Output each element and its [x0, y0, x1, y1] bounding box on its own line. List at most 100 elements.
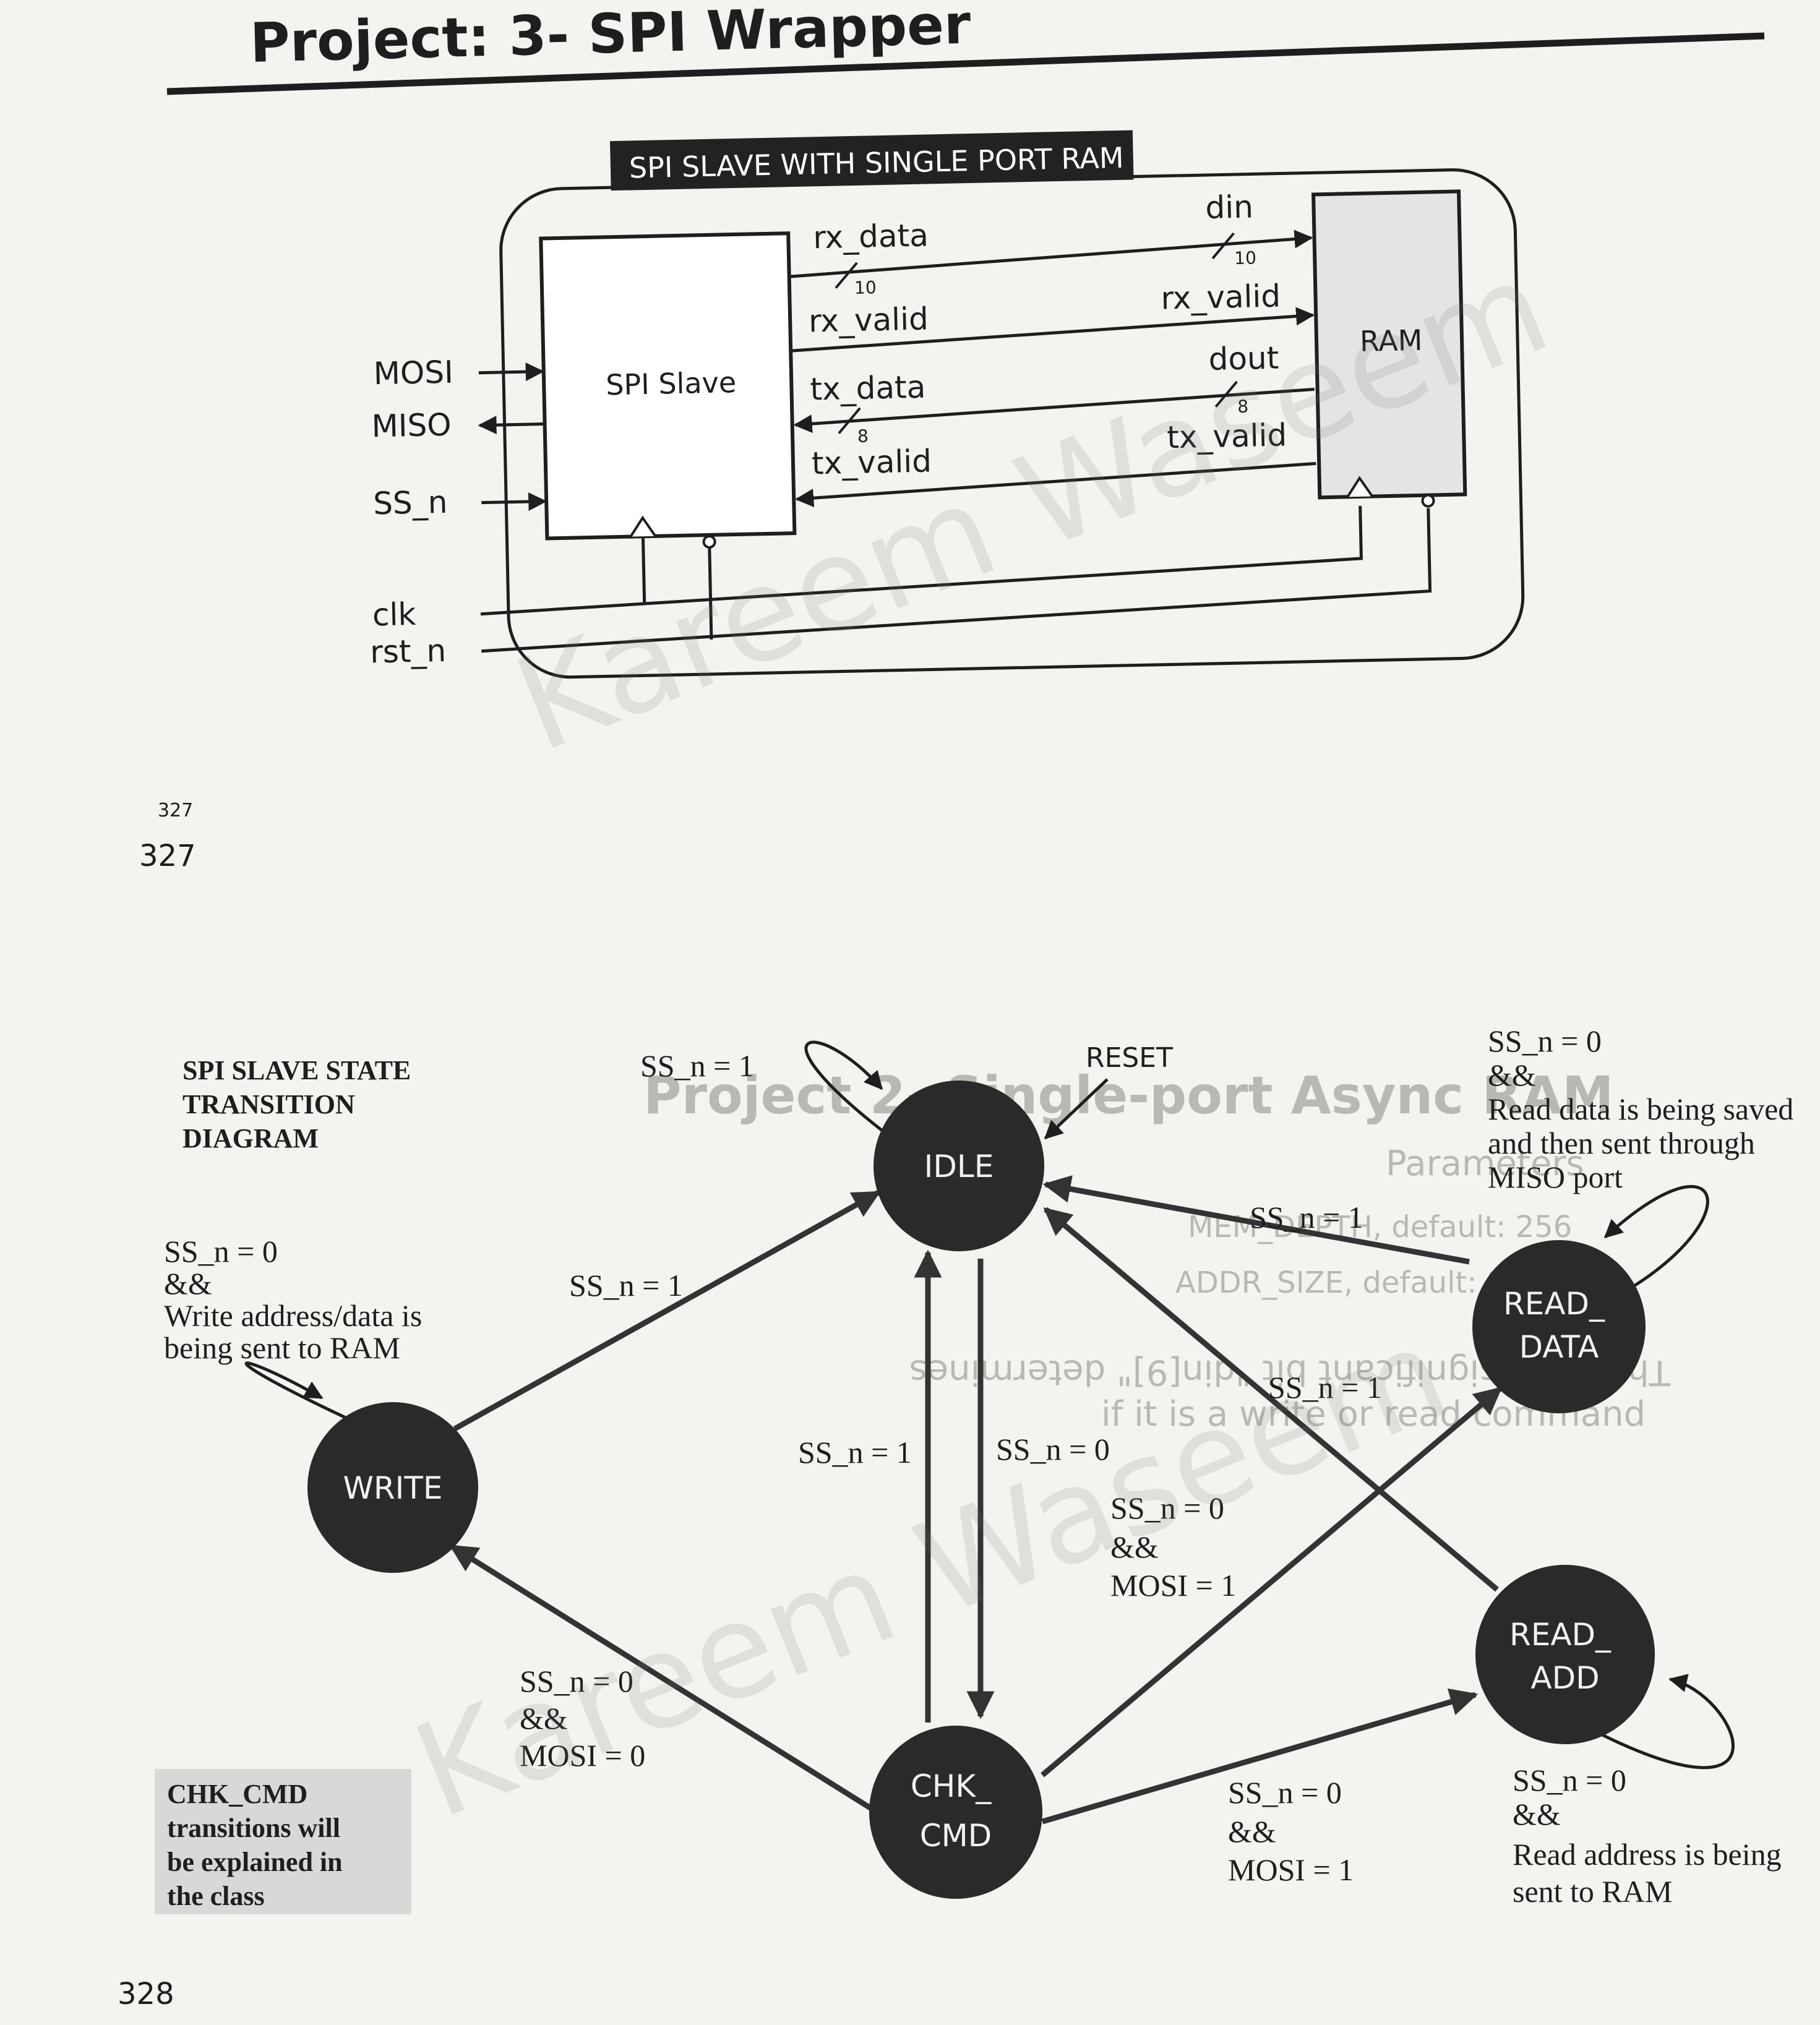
- transition-chk-to-readdata: [1041, 1386, 1503, 1778]
- title-line: TRANSITION: [182, 1089, 355, 1120]
- label-line: SS_n = 0: [1488, 1024, 1602, 1058]
- state-idle: [874, 1081, 1044, 1251]
- transition-readadd-to-idle: [1043, 1207, 1499, 1592]
- state-label-line: READ_: [1509, 1617, 1612, 1653]
- ram-block: [1311, 189, 1467, 500]
- page-number-bottom: 328: [118, 1977, 174, 2011]
- spi-slave-block: [539, 231, 797, 541]
- bus-slash-dout: [1214, 380, 1238, 408]
- self-loop-idle: [804, 1040, 901, 1146]
- label-line: SS_n = 0: [1513, 1763, 1626, 1797]
- label-line: &&: [1513, 1797, 1561, 1831]
- state-label-line: CMD: [920, 1818, 992, 1854]
- bus-slash-din: [1211, 232, 1235, 260]
- label-line: MOSI = 1: [1228, 1852, 1354, 1887]
- spi-slave-reset-marker: [702, 534, 716, 549]
- reset-label: RESET: [1086, 1042, 1173, 1074]
- title-line: DIAGRAM: [182, 1123, 319, 1154]
- spi-slave-clock-marker: [629, 515, 657, 537]
- label-chk-to-readadd: SS_n = 0 && MOSI = 1: [1228, 1775, 1354, 1887]
- state-chk-cmd: [869, 1726, 1042, 1899]
- signal-label-rx-data: rx_data: [813, 217, 929, 255]
- label-line: sent to RAM: [1513, 1874, 1672, 1909]
- bleed-through-line: Parameters: [1386, 1144, 1584, 1184]
- label-line: &&: [1110, 1530, 1159, 1564]
- title-rule: [166, 32, 1765, 95]
- signal-label-rx-valid-right: rx_valid: [1161, 278, 1281, 317]
- block-diagram: SPI SLAVE WITH SINGLE PORT RAM SPI Slave…: [370, 130, 1525, 679]
- label-chk-to-write: SS_n = 0 && MOSI = 0: [520, 1664, 645, 1773]
- label-chk-to-readdata: SS_n = 0 && MOSI = 1: [1110, 1491, 1236, 1603]
- port-arrow-ss-n: [481, 492, 547, 512]
- label-line: SS_n = 0: [520, 1664, 633, 1698]
- rst-n-bus: [481, 508, 1432, 653]
- project-title: Project: 3- SPI Wrapper: [249, 0, 972, 75]
- title-line: SPI SLAVE STATE: [182, 1055, 411, 1085]
- block-diagram-title-bar: [610, 130, 1134, 191]
- bus-slash-tx-data: [838, 407, 861, 434]
- bus-width-tx-data: 8: [857, 426, 869, 447]
- state-read-data-label: READ_ DATA: [1503, 1286, 1615, 1365]
- state-chk-cmd-label: CHK_ CMD: [911, 1768, 1001, 1854]
- label-line: &&: [520, 1701, 568, 1736]
- project-header: Project: 3- SPI Wrapper: [166, 0, 1765, 95]
- signal-label-tx-valid-left: tx_valid: [811, 443, 932, 481]
- bleed-through-line: MEM_DEPTH, default: 256: [1188, 1210, 1572, 1244]
- signal-label-rx-valid-left: rx_valid: [809, 301, 929, 339]
- label-write-self: SS_n = 0 && Write address/data is being …: [164, 1234, 430, 1365]
- label-line: SS_n = 0: [1110, 1491, 1224, 1525]
- signal-tx-data: [793, 387, 1315, 434]
- state-label-line: READ_: [1503, 1286, 1605, 1322]
- label-write-to-idle: SS_n = 1: [569, 1268, 683, 1303]
- port-label-mosi: MOSI: [373, 354, 453, 392]
- state-diagram-title: SPI SLAVE STATE TRANSITION DIAGRAM: [182, 1055, 418, 1154]
- label-readadd-self: SS_n = 0 && Read address is being sent t…: [1513, 1763, 1789, 1909]
- ram-clock-marker: [1346, 476, 1373, 498]
- bus-width-din: 10: [1234, 247, 1256, 268]
- note-line: the class: [167, 1881, 265, 1911]
- bus-slash-rx-data: [835, 262, 858, 289]
- page-number-small: 327: [158, 800, 193, 821]
- label-line: MOSI = 1: [1110, 1568, 1236, 1603]
- bleed-through-line: ADDR_SIZE, default: 8: [1175, 1265, 1505, 1300]
- state-label-line: ADD: [1530, 1660, 1599, 1696]
- label-line: MOSI = 0: [520, 1738, 645, 1773]
- state-label-line: CHK_: [911, 1768, 992, 1804]
- port-arrow-miso: [478, 416, 544, 435]
- label-chk-to-idle: SS_n = 1: [798, 1435, 912, 1470]
- spi-slave-label: SPI Slave: [606, 366, 737, 401]
- port-label-rst-n: rst_n: [370, 633, 447, 670]
- ram-label: RAM: [1360, 323, 1423, 358]
- transition-readdata-to-idle: [1042, 1175, 1470, 1265]
- note-line: transitions will: [167, 1813, 340, 1843]
- signal-label-tx-data: tx_data: [810, 369, 926, 408]
- signal-rx-valid: [792, 307, 1315, 353]
- label-line: Read address is being: [1513, 1837, 1782, 1872]
- signal-label-din: din: [1205, 189, 1254, 226]
- state-write: [307, 1402, 478, 1573]
- bus-width-rx-data: 10: [854, 277, 877, 298]
- label-line: being sent to RAM: [164, 1330, 400, 1365]
- chk-cmd-note: CHK_CMD transitions will be explained in…: [167, 1779, 350, 1911]
- label-readdata-self: SS_n = 0 && Read data is being saved and…: [1488, 1024, 1801, 1194]
- transition-chk-to-readadd: [1041, 1688, 1479, 1825]
- transition-write-to-idle: [453, 1190, 881, 1431]
- page-number-large: 327: [139, 839, 196, 873]
- label-idle-to-chk: SS_n = 0: [996, 1432, 1110, 1466]
- self-loop-write: [244, 1361, 351, 1421]
- transition-chk-to-write: [449, 1544, 874, 1812]
- state-read-data: [1472, 1240, 1646, 1413]
- signal-label-dout: dout: [1208, 340, 1279, 377]
- note-line: CHK_CMD: [167, 1779, 307, 1809]
- label-readdata-to-idle: SS_n = 1: [1250, 1200, 1363, 1235]
- chk-cmd-note-box: [155, 1769, 411, 1914]
- state-write-label: WRITE: [343, 1470, 442, 1506]
- signal-label-tx-valid-right: tx_valid: [1167, 417, 1287, 455]
- state-idle-label: IDLE: [924, 1149, 994, 1184]
- port-label-miso: MISO: [371, 407, 452, 445]
- bleed-through-line: Project 2- Single-port Async RAM: [643, 1065, 1614, 1126]
- label-line: SS_n = 0: [164, 1234, 278, 1269]
- transition-reset: [1044, 1078, 1109, 1140]
- bleed-through: Project 2- Single-port Async RAM Paramet…: [643, 1065, 1671, 1434]
